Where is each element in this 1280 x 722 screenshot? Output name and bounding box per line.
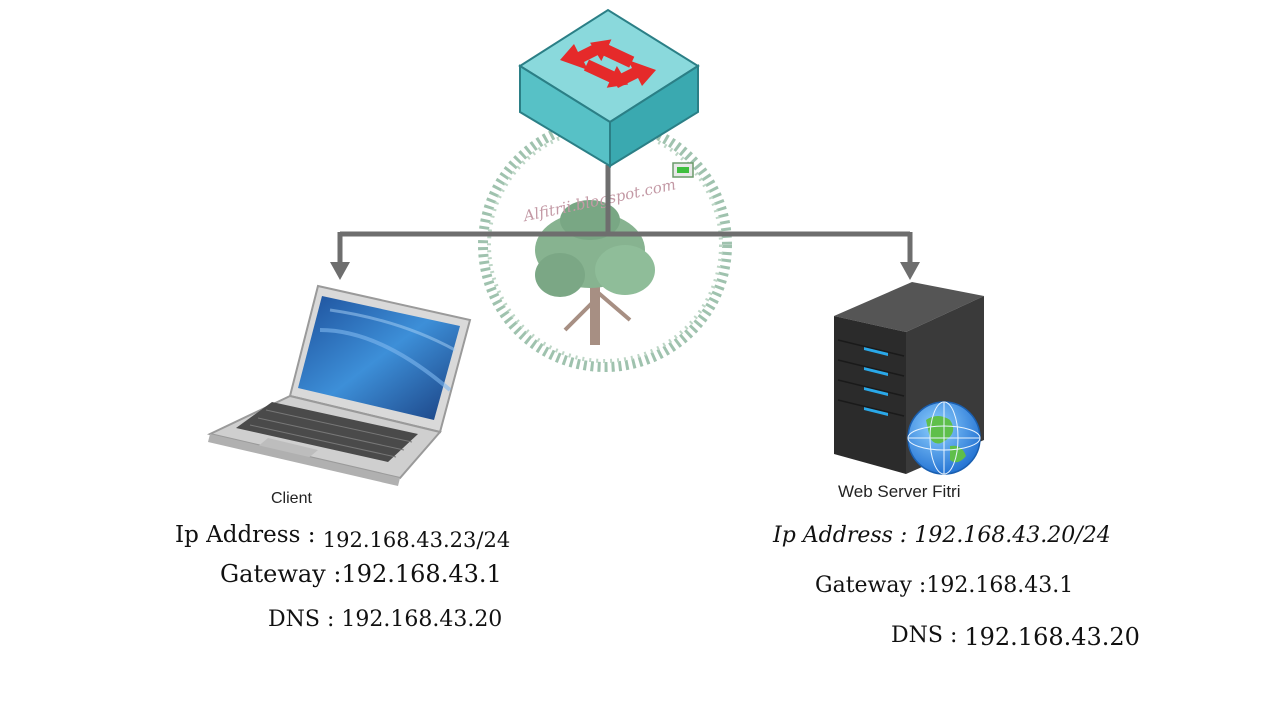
- server-arrowhead: [900, 262, 920, 280]
- server-label: Web Server Fitri: [838, 482, 961, 501]
- client-dns: DNS : 192.168.43.20: [268, 607, 503, 632]
- server-dns-label: DNS :: [891, 623, 965, 648]
- client-arrowhead: [330, 262, 350, 280]
- server-gateway: Gateway :192.168.43.1: [815, 573, 1074, 598]
- server-ip: Ip Address : 192.168.43.20/24: [773, 523, 1111, 548]
- laptop-icon: [206, 284, 472, 486]
- server-dns-line: DNS : 192.168.43.20: [891, 620, 1140, 651]
- client-label: Client: [271, 490, 312, 507]
- client-gateway: Gateway :192.168.43.1: [220, 560, 502, 588]
- client-ip-line: Ip Address : 192.168.43.23/24: [175, 522, 510, 552]
- client-ip-value: 192.168.43.23/24: [322, 528, 511, 552]
- network-switch-icon: [518, 8, 700, 168]
- client-ip-label: Ip Address :: [175, 522, 323, 548]
- server-dns-value: 192.168.43.20: [964, 623, 1140, 651]
- server-globe-icon: [834, 282, 984, 475]
- link-lines: [337, 165, 913, 262]
- port-indicator-icon: [672, 162, 694, 178]
